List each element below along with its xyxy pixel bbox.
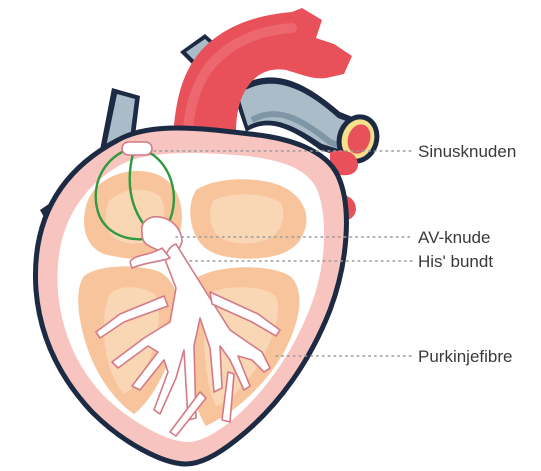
label-his-bundt: His' bundt bbox=[418, 252, 493, 271]
label-av-knude: AV-knude bbox=[418, 228, 490, 247]
label-purkinjefibre: Purkinjefibre bbox=[418, 347, 513, 366]
labels: Sinusknuden AV-knude His' bundt Purkinje… bbox=[418, 142, 516, 366]
label-sinusknuden: Sinusknuden bbox=[418, 142, 516, 161]
sa-node bbox=[122, 142, 152, 155]
